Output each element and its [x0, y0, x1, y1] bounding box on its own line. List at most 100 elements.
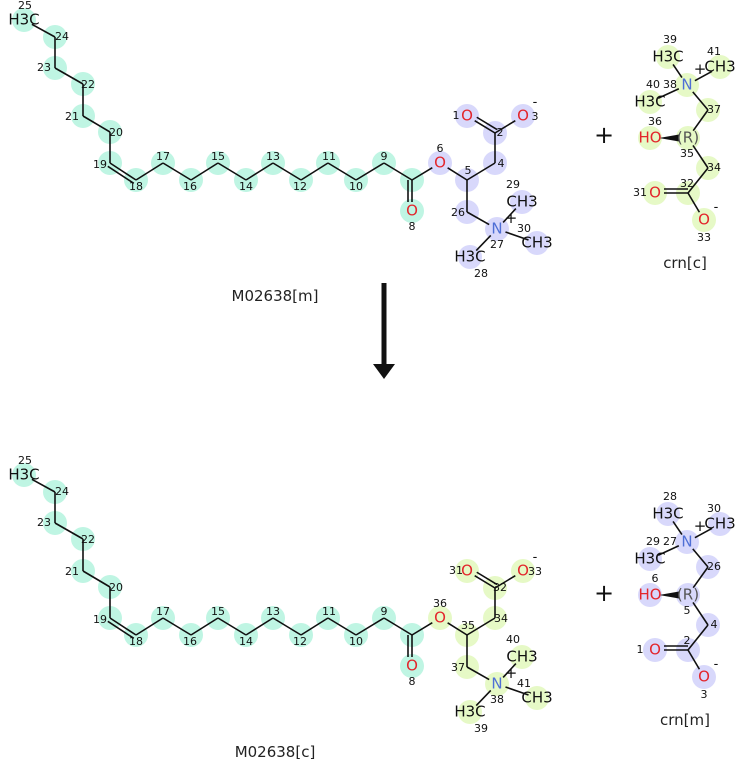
bond [505, 231, 529, 241]
atom-highlight [511, 104, 535, 128]
atom-highlight [638, 547, 662, 571]
bond [31, 23, 56, 38]
atom-label: N [491, 220, 502, 238]
atom-highlight [643, 181, 667, 205]
atom-highlight [638, 90, 662, 114]
atom-number: 33 [697, 231, 711, 244]
charge-sign: + [694, 517, 707, 535]
atom-number: 28 [663, 490, 677, 503]
bond [692, 145, 709, 169]
atom-highlight [638, 583, 662, 607]
atom-number: 14 [239, 635, 253, 648]
atom-number: 41 [517, 677, 531, 690]
atom-number: 9 [381, 605, 388, 618]
bond [54, 67, 84, 85]
atom-number: 31 [633, 186, 647, 199]
bond [474, 119, 496, 134]
atom-highlight [638, 126, 662, 150]
atom-highlight [643, 638, 667, 662]
bond [694, 70, 713, 82]
atom-number: 12 [293, 180, 307, 193]
bond [687, 192, 701, 213]
atom-number: 1 [453, 109, 460, 122]
bond [190, 162, 219, 181]
caption-m02638-cyto: M02638[c] [235, 743, 316, 761]
atom-number: 27 [663, 535, 677, 548]
molecule-m02638-cyto: H3C252423222120191817161514131211109O8O3… [8, 454, 552, 735]
bond [82, 115, 111, 133]
atom-number: 15 [211, 605, 225, 618]
bond [466, 162, 496, 181]
charge-sign: - [714, 200, 719, 215]
bond [505, 686, 529, 696]
atom-number: 29 [506, 178, 520, 191]
atom-number: 37 [707, 103, 721, 116]
atom-highlight [485, 217, 509, 241]
atom-label: CH3 [704, 58, 735, 76]
bond [54, 522, 84, 540]
atom-number: 11 [322, 605, 336, 618]
atom-label: H3C [454, 703, 485, 721]
atom-number: 15 [211, 150, 225, 163]
bond [109, 617, 137, 636]
charge-sign: - [714, 657, 719, 672]
atom-number: 36 [648, 115, 662, 128]
bond [383, 617, 413, 636]
atom-number: 20 [109, 126, 123, 139]
plus-sign-bottom: + [594, 579, 614, 607]
wedge-bond [659, 134, 679, 142]
bond [692, 566, 709, 589]
atom-highlight [455, 559, 479, 583]
atom-label: CH3 [506, 193, 537, 211]
atom-highlight [510, 190, 534, 214]
wedge-bond [659, 591, 679, 599]
atom-label: H3C [634, 93, 665, 111]
atom-number: 37 [451, 661, 465, 674]
atom-highlight [656, 45, 680, 69]
atom-number: 20 [109, 581, 123, 594]
bond [502, 208, 517, 223]
charge-sign: - [533, 550, 538, 565]
atom-number: 2 [684, 634, 691, 647]
bond [657, 88, 680, 99]
caption-m02638-mito: M02638[m] [232, 287, 319, 305]
atom-label: H3C [8, 11, 39, 29]
atom-number: 4 [498, 157, 505, 170]
atom-highlight [676, 583, 700, 607]
atom-number: 23 [37, 516, 51, 529]
atom-highlight [656, 502, 680, 526]
atom-number: 41 [707, 45, 721, 58]
caption-carnitine-mito: crn[m] [660, 711, 710, 729]
atom-number: 24 [55, 485, 69, 498]
bond [82, 570, 111, 588]
bond [355, 162, 385, 181]
bond [672, 520, 683, 536]
atom-highlight [525, 231, 549, 255]
plus-sign-top: + [594, 121, 614, 149]
atom-number: 34 [494, 612, 508, 625]
atom-label: O [698, 211, 710, 229]
atom-number: 3 [532, 110, 539, 123]
charge-sign: + [505, 209, 518, 227]
atom-label: N [491, 675, 502, 693]
atom-number: 22 [81, 533, 95, 546]
charge-sign: + [505, 664, 518, 682]
bond [687, 167, 709, 194]
bond [327, 162, 357, 181]
atom-label: H3C [652, 505, 683, 523]
atom-highlight [485, 672, 509, 696]
atom-number: 31 [449, 564, 463, 577]
atom-highlight [708, 512, 732, 536]
atom-highlight [12, 8, 36, 32]
atom-highlight [428, 151, 452, 175]
bond [687, 624, 709, 651]
bond [162, 162, 192, 181]
atom-label: O [434, 609, 446, 627]
atom-highlight [12, 463, 36, 487]
atom-number: 8 [409, 675, 416, 688]
atom-label: H3C [8, 466, 39, 484]
atom-highlight [400, 199, 424, 223]
atom-number: 28 [474, 267, 488, 280]
charge-sign: - [533, 95, 538, 110]
